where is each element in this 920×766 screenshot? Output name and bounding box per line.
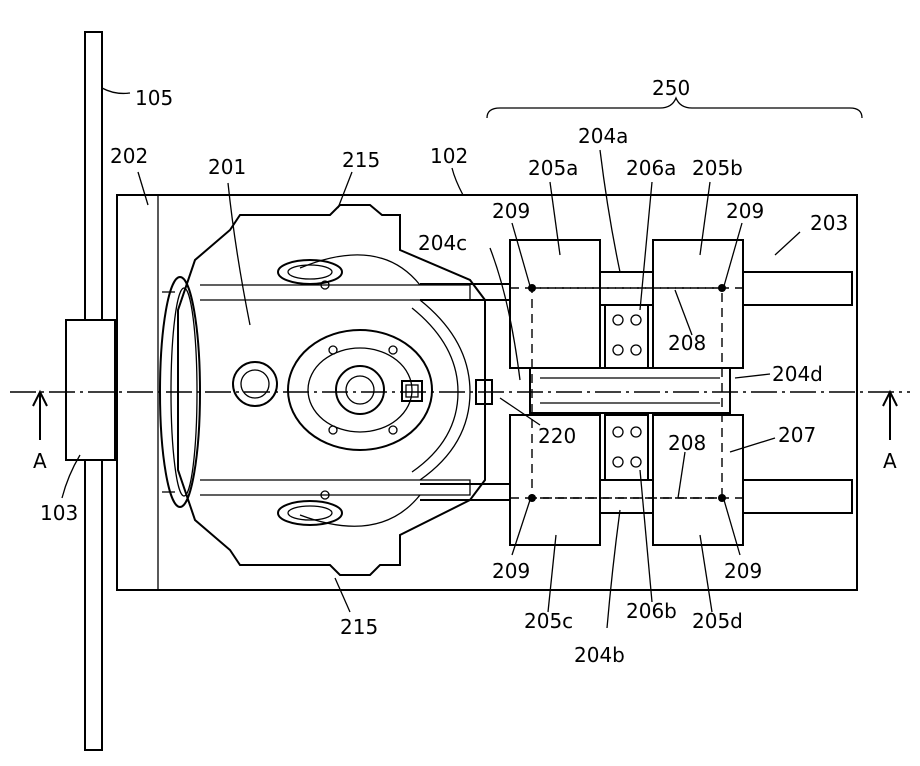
label-205c: 205c (524, 609, 573, 633)
label-215-bottom: 215 (340, 615, 378, 639)
brace-250 (487, 98, 862, 118)
label-204d: 204d (772, 362, 823, 386)
label-206b: 206b (626, 599, 677, 623)
axle-204 (530, 368, 730, 413)
section-arrow-left (33, 392, 47, 440)
block-103 (66, 320, 115, 460)
label-204a: 204a (578, 124, 628, 148)
label-209-tl: 209 (492, 199, 530, 223)
label-205b: 205b (692, 156, 743, 180)
label-207: 207 (778, 423, 816, 447)
label-215-top: 215 (342, 148, 380, 172)
label-103: 103 (40, 501, 78, 525)
label-a-right: A (883, 449, 897, 473)
leader-102 (452, 168, 463, 195)
label-209-tr: 209 (726, 199, 764, 223)
label-a-left: A (33, 449, 47, 473)
label-205d: 205d (692, 609, 743, 633)
label-208-bottom: 208 (668, 431, 706, 455)
label-204c: 204c (418, 231, 467, 255)
label-220: 220 (538, 424, 576, 448)
label-206a: 206a (626, 156, 676, 180)
label-209-br: 209 (724, 559, 762, 583)
label-203: 203 (810, 211, 848, 235)
section-arrow-right (883, 392, 897, 440)
block-205a (510, 240, 600, 368)
label-208-top: 208 (668, 331, 706, 355)
label-250: 250 (652, 76, 690, 100)
label-201: 201 (208, 155, 246, 179)
leader-103 (62, 455, 80, 498)
label-102: 102 (430, 144, 468, 168)
label-202: 202 (110, 144, 148, 168)
label-105: 105 (135, 86, 173, 110)
label-205a: 205a (528, 156, 578, 180)
leader-105 (102, 88, 130, 93)
label-204b: 204b (574, 643, 625, 667)
label-209-bl: 209 (492, 559, 530, 583)
